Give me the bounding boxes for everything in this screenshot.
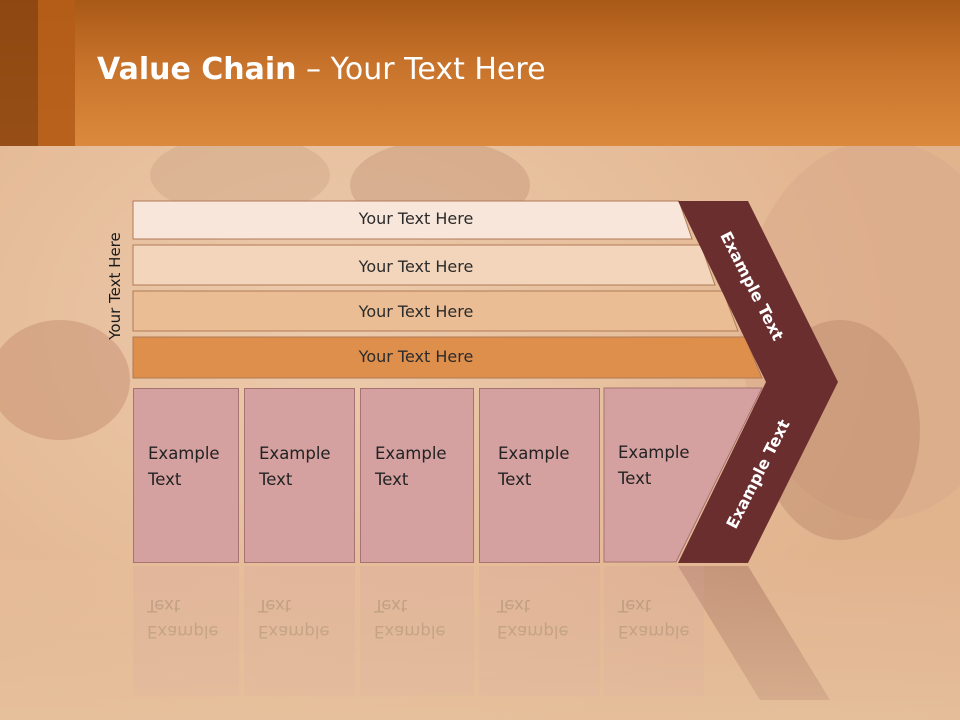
row-band[interactable]	[132, 290, 739, 332]
box-text-line: Example	[375, 444, 447, 463]
row-label[interactable]: Your Text Here	[358, 257, 474, 276]
box-text-line: Text	[618, 469, 652, 488]
box-text-line: Text	[375, 470, 409, 489]
title-bold: Value Chain	[97, 52, 297, 87]
row-label[interactable]: Your Text Here	[358, 302, 474, 321]
header-accent-stripe	[0, 0, 38, 146]
row-label[interactable]: Your Text Here	[358, 209, 474, 228]
slide-header: Value Chain – Your Text Here	[0, 0, 960, 146]
row-label[interactable]: Your Text Here	[358, 347, 474, 366]
box-text-line: Text	[148, 470, 182, 489]
slide-title[interactable]: Value Chain – Your Text Here	[97, 52, 546, 87]
chevron-arrow[interactable]	[678, 201, 838, 563]
vertical-axis-label[interactable]: Your Text Here	[106, 232, 124, 340]
box-text-line: Text	[498, 470, 532, 489]
box-text-line: Example	[148, 444, 220, 463]
reflection-fade	[0, 560, 960, 720]
row-band[interactable]	[132, 244, 716, 286]
box-text-line: Example	[259, 444, 331, 463]
header-accent-stripe	[38, 0, 75, 146]
box-text-line: Example	[498, 444, 570, 463]
box-text-line: Example	[618, 443, 690, 462]
row-band[interactable]	[132, 336, 763, 379]
box-text-line: Text	[259, 470, 293, 489]
title-rest: – Your Text Here	[296, 52, 546, 87]
row-band[interactable]	[132, 200, 693, 240]
